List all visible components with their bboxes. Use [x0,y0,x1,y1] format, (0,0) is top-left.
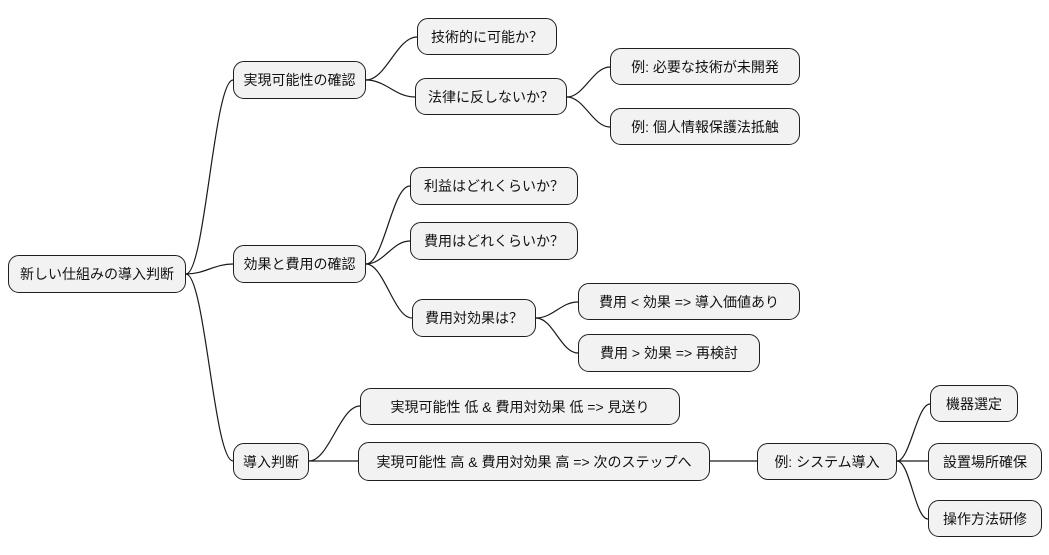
edge-legal-example-tech [566,66,611,98]
node-cost-benefit-check: 効果と費用の確認 [233,245,366,283]
node-cost-effectiveness-question: 費用対効果は？ [412,299,536,337]
edge-costeffect-worth [535,301,579,319]
node-operation-training: 操作方法研修 [928,500,1042,537]
node-introduction-decision: 導入判断 [233,443,309,480]
edge-root-decision [185,273,234,462]
node-installation-site: 設置場所確保 [928,443,1042,480]
node-reconsider: 費用 > 効果 => 再検討 [578,334,760,372]
edge-costbenefit-cost [365,240,411,265]
edge-costeffect-reconsider [535,317,579,354]
node-worth-introducing: 費用 < 効果 => 導入価値あり [578,283,800,320]
node-example-system-introduction: 例: システム導入 [757,443,897,480]
node-example-tech-undeveloped: 例: 必要な技術が未開発 [610,48,800,85]
node-profit-question: 利益はどれくらいか？ [410,167,578,205]
edge-legal-example-privacy [566,96,611,128]
node-next-step: 実現可能性 高 & 費用対効果 高 => 次のステップへ [358,442,710,481]
edge-feasibility-legal [365,79,416,98]
node-equipment-selection: 機器選定 [930,385,1018,422]
edge-feasibility-technical [365,36,418,81]
node-technically-possible: 技術的に可能か？ [417,18,557,55]
node-cost-question: 費用はどれくらいか？ [410,222,578,260]
edge-root-cost-benefit [185,263,234,275]
node-feasibility-check: 実現可能性の確認 [233,61,366,99]
edge-costbenefit-costeffect [365,263,413,319]
edge-costbenefit-profit [365,185,411,265]
node-postpone: 実現可能性 低 & 費用対効果 低 => 見送り [360,388,680,425]
node-legal-check: 法律に反しないか？ [415,78,567,115]
node-root: 新しい仕組みの導入判断 [8,255,186,293]
edge-decision-postpone [308,405,361,462]
node-example-privacy-law: 例: 個人情報保護法抵触 [610,108,800,145]
edge-root-feasibility [185,79,234,275]
edge-example-equipment [896,403,931,462]
edge-example-training [896,460,929,520]
